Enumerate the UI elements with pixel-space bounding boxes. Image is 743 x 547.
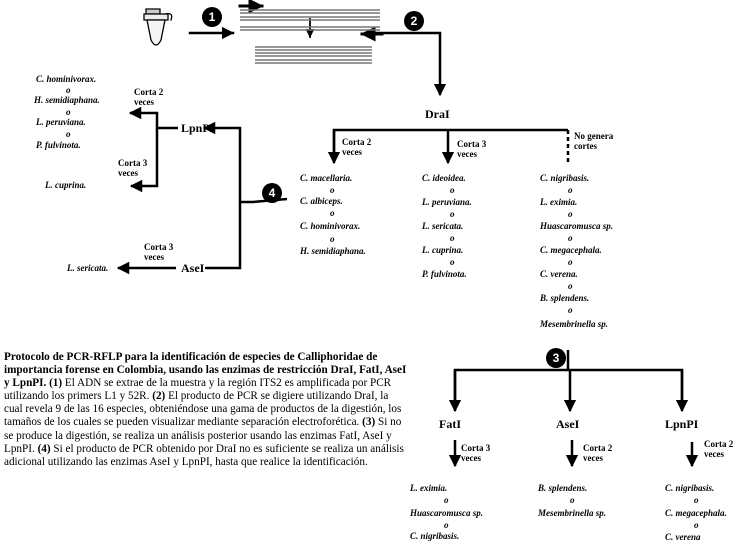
or-separator: o bbox=[450, 233, 455, 243]
or-separator: o bbox=[568, 305, 573, 315]
enzyme-lpn-bottom: LpnPI bbox=[665, 417, 699, 431]
species-item: L. sericata. bbox=[422, 221, 464, 231]
caption-text: El producto de PCR se digiere utilizando… bbox=[4, 390, 402, 429]
enzyme-ase-bottom: AseI bbox=[556, 417, 580, 431]
enzyme-lpn-top: LpnPI bbox=[181, 121, 215, 135]
species-item: B. splendens. bbox=[540, 293, 590, 303]
species-item: H. semidiaphana. bbox=[300, 246, 366, 256]
caption-text: El ADN se extrae de la muestra y la regi… bbox=[4, 377, 392, 403]
pcr-tube-icon bbox=[143, 8, 173, 46]
step-2-badge: 2 bbox=[404, 11, 424, 31]
or-separator: o bbox=[66, 129, 71, 139]
enzyme-dra: DraI bbox=[425, 107, 450, 121]
species-item: P. fulvinota. bbox=[36, 140, 81, 150]
species-item: C. nigribasis. bbox=[665, 483, 715, 493]
species-item: C. megacephala. bbox=[540, 245, 602, 255]
or-separator: o bbox=[694, 495, 699, 505]
species-item: Mesembrinella sp. bbox=[538, 508, 607, 518]
or-separator: o bbox=[570, 495, 575, 505]
enzyme-fat: FatI bbox=[439, 417, 461, 431]
or-separator: o bbox=[66, 107, 71, 117]
or-separator: o bbox=[568, 281, 573, 291]
step-1-badge: 1 bbox=[202, 7, 222, 27]
species-item: C. nigribasis. bbox=[540, 173, 590, 183]
species-item: Huascaromusca sp. bbox=[540, 221, 614, 231]
species-item: Huascaromusca sp. bbox=[410, 508, 484, 518]
species-item: L. cuprina. bbox=[422, 245, 464, 255]
species-item: C. macellaria. bbox=[300, 173, 353, 183]
species-item: L. cuprina. bbox=[45, 180, 87, 190]
or-separator: o bbox=[450, 209, 455, 219]
species-item: L. peruviana. bbox=[36, 117, 86, 127]
caption-text: Si no se produce la digestión, se realiz… bbox=[4, 416, 402, 455]
or-separator: o bbox=[568, 209, 573, 219]
step-4-badge: 4 bbox=[262, 183, 282, 203]
species-item: Mesembrinella sp. bbox=[540, 319, 609, 329]
species-item: H. semidiaphana. bbox=[34, 95, 100, 105]
species-item: B. splendens. bbox=[538, 483, 588, 493]
species-item: C. verena. bbox=[540, 269, 578, 279]
or-separator: o bbox=[330, 234, 335, 244]
or-separator: o bbox=[66, 85, 71, 95]
dna-strands-icon bbox=[240, 9, 380, 64]
species-item: C. ideoidea. bbox=[422, 173, 466, 183]
or-separator: o bbox=[450, 257, 455, 267]
species-item: C. megacephala. bbox=[665, 508, 727, 518]
species-item: L. eximia. bbox=[540, 197, 578, 207]
caption-marker: (1) bbox=[49, 377, 63, 390]
species-item: L. sericata. bbox=[67, 263, 109, 273]
caption-marker: (2) bbox=[152, 390, 166, 403]
or-separator: o bbox=[444, 495, 449, 505]
caption-title: Protocolo de PCR-RFLP para la identifica… bbox=[4, 351, 407, 390]
caption-marker: (4) bbox=[37, 442, 51, 455]
species-item: C. nigribasis. bbox=[410, 531, 460, 541]
or-separator: o bbox=[330, 208, 335, 218]
or-separator: o bbox=[694, 520, 699, 530]
figure-caption: Protocolo de PCR-RFLP para la identifica… bbox=[4, 351, 408, 469]
enzyme-ase-left: AseI bbox=[181, 261, 205, 275]
or-separator: o bbox=[568, 185, 573, 195]
species-item: P. fulvinota. bbox=[422, 269, 467, 279]
species-item: L. eximia. bbox=[410, 483, 448, 493]
step-3-badge: 3 bbox=[546, 348, 566, 368]
or-separator: o bbox=[444, 520, 449, 530]
or-separator: o bbox=[450, 185, 455, 195]
species-item: C. hominivorax. bbox=[300, 221, 361, 231]
species-item: C. hominivorax. bbox=[36, 74, 97, 84]
or-separator: o bbox=[568, 257, 573, 267]
or-separator: o bbox=[568, 233, 573, 243]
or-separator: o bbox=[330, 185, 335, 195]
species-item: L. peruviana. bbox=[422, 197, 472, 207]
species-item: C. albiceps. bbox=[300, 196, 343, 206]
caption-marker: (3) bbox=[362, 416, 376, 429]
species-item: C. verena bbox=[665, 532, 701, 542]
caption-text: Si el producto de PCR obtenido por DraI … bbox=[4, 442, 404, 468]
